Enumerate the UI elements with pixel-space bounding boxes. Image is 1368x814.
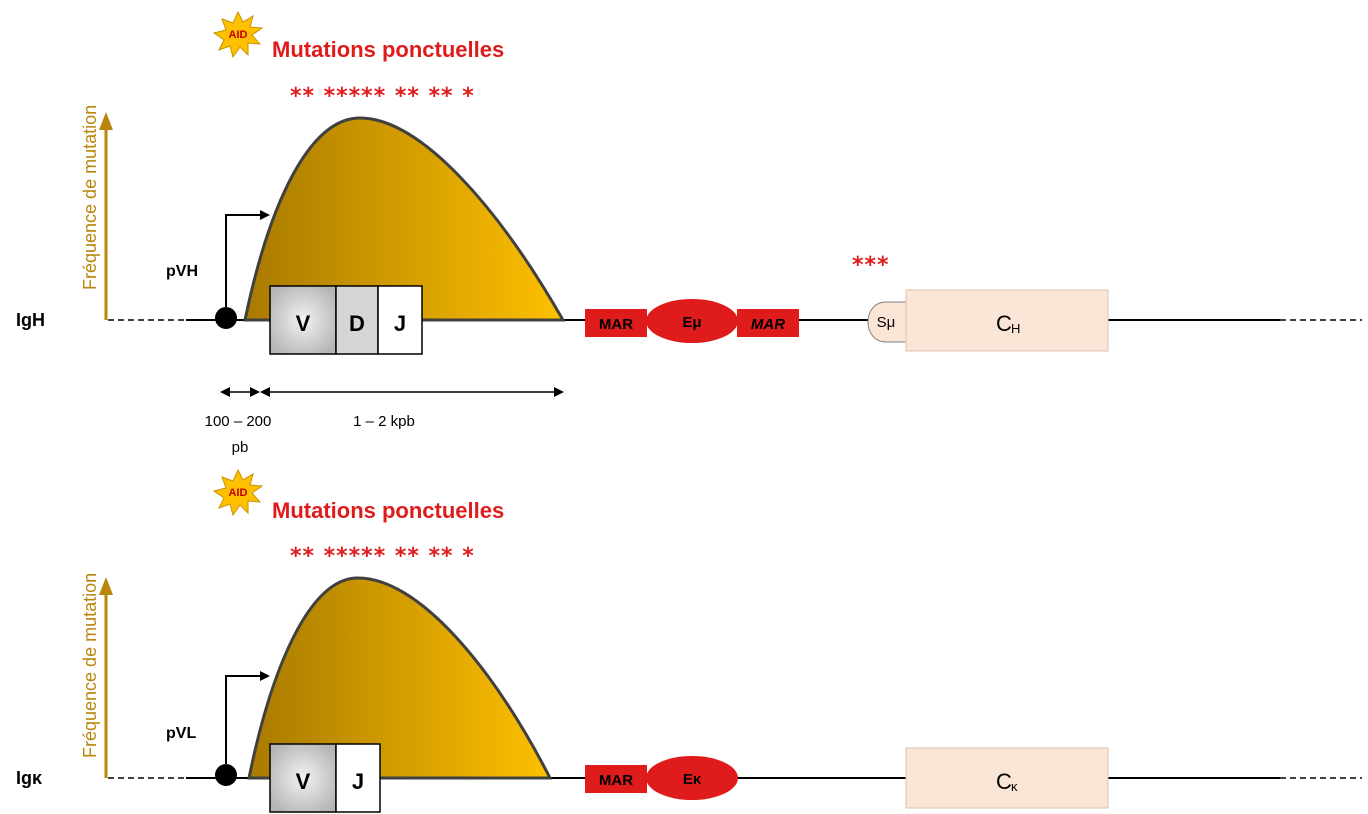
constant-region-ch xyxy=(905,289,1109,352)
mar-left-label: MAR xyxy=(599,772,633,789)
locus-label-igh: IgH xyxy=(16,310,45,330)
mar-left-box xyxy=(585,309,647,337)
distance-short-unit: pb xyxy=(232,439,249,456)
switch-stars: *** xyxy=(852,253,890,278)
mar-right-label: MAR xyxy=(751,316,785,333)
mar-left-label: MAR xyxy=(599,316,633,333)
segment-j xyxy=(335,743,381,813)
segment-j-label: J xyxy=(352,769,364,794)
constant-region-label: C xyxy=(996,311,1012,336)
locus-label-igk: Igκ xyxy=(16,768,43,788)
enhancer-emu-label: Eμ xyxy=(682,314,701,331)
switch-region-smu xyxy=(867,301,911,343)
promoter-dot xyxy=(215,307,237,329)
promoter-label: pVH xyxy=(166,263,198,280)
constant-region-label: C xyxy=(996,769,1012,794)
mutation-frequency-curve xyxy=(243,116,566,322)
aid-starburst-icon: AID xyxy=(212,468,264,517)
axis-label: Fréquence de mutation xyxy=(80,573,100,758)
axis-label: Fréquence de mutation xyxy=(80,105,100,290)
aid-label: AID xyxy=(229,487,248,499)
segment-v-label: V xyxy=(296,769,311,794)
segment-v xyxy=(269,743,337,813)
igk-locus: AID Mutations ponctuelles ** ***** ** **… xyxy=(16,468,1362,813)
enhancer-ek-label: Eκ xyxy=(683,771,702,788)
axis-arrowhead-icon xyxy=(99,577,113,595)
mar-left-box xyxy=(585,765,647,793)
segment-j-label: J xyxy=(394,311,406,336)
mutation-frequency-curve xyxy=(247,576,553,780)
igh-locus: AID Mutations ponctuelles ** ***** ** **… xyxy=(16,10,1362,456)
aid-starburst-icon: AID xyxy=(212,10,264,59)
transcription-start-arrow-icon xyxy=(225,210,270,307)
aid-label: AID xyxy=(229,29,248,41)
segment-d xyxy=(335,285,379,355)
mar-right-box xyxy=(737,309,799,337)
axis-arrowhead-icon xyxy=(99,112,113,130)
constant-region-subscript: H xyxy=(1011,321,1020,336)
constant-region-ck xyxy=(905,747,1109,809)
transcription-start-arrow-icon xyxy=(225,671,270,764)
distance-short-label: 100 – 200 xyxy=(205,413,272,430)
distance-long-label: 1 – 2 kpb xyxy=(353,413,415,430)
promoter-label: pVL xyxy=(166,725,196,742)
mutation-title: Mutations ponctuelles xyxy=(272,498,504,523)
mutation-stars: ** ***** ** ** * xyxy=(290,544,475,569)
enhancer-ek xyxy=(646,756,738,800)
segment-j xyxy=(377,285,423,355)
switch-region-label: Sμ xyxy=(877,314,896,331)
promoter-dot xyxy=(215,764,237,786)
segment-d-label: D xyxy=(349,311,365,336)
constant-region-subscript: κ xyxy=(1011,779,1018,794)
mutation-stars: ** ***** ** ** * xyxy=(290,84,475,109)
mutation-title: Mutations ponctuelles xyxy=(272,37,504,62)
segment-v-label: V xyxy=(296,311,311,336)
enhancer-emu xyxy=(646,299,738,343)
